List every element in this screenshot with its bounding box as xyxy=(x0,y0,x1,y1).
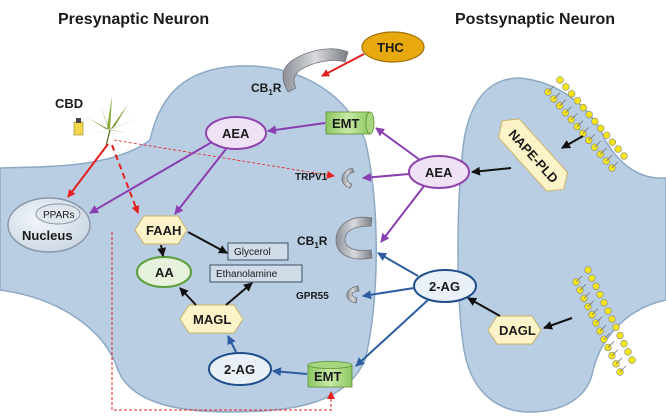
nucleus-label: Nucleus xyxy=(22,228,73,243)
arrow-emt-to-aea xyxy=(267,122,326,135)
arrow-cbd-to-trpv1 xyxy=(113,139,335,179)
arrow-aea-post-to-cb1r xyxy=(380,185,425,243)
aea-presynaptic-label: AEA xyxy=(222,126,250,141)
emt-top-label: EMT xyxy=(332,116,360,131)
thc-label: THC xyxy=(377,40,404,55)
arrow-aea-post-to-emt xyxy=(375,127,421,161)
arrow-membrane-to-nape-pld xyxy=(561,135,584,149)
trpv1-label: TRPV1 xyxy=(295,172,328,183)
arrow-two-ag-to-emt xyxy=(355,299,429,367)
arrow-cbd-to-gpr55 xyxy=(111,232,335,411)
aea-postsynaptic-label: AEA xyxy=(425,165,453,180)
gpr55-label: GPR55 xyxy=(296,291,329,302)
arrow-thc-to-cb1r xyxy=(321,53,365,77)
postsynaptic-title: Postsynaptic Neuron xyxy=(455,11,615,28)
arrow-nape-pld-to-aea xyxy=(471,166,512,176)
arrow-cbd-to-faah xyxy=(111,144,140,214)
arrow-two-ag-to-magl xyxy=(227,335,237,353)
two-ag-presynaptic-node xyxy=(208,352,272,386)
glycerol-label: Glycerol xyxy=(234,247,271,258)
aa-node xyxy=(136,256,192,288)
arrow-two-ag-to-gpr55 xyxy=(362,287,415,300)
cbd-label: CBD xyxy=(55,96,83,111)
arrow-two-ag-to-cb1r xyxy=(377,252,419,277)
membrane-lipid-bilayer-icon xyxy=(572,266,636,376)
dagl-label: DAGL xyxy=(499,323,536,338)
glycerol-box xyxy=(227,242,289,261)
faah-enzyme xyxy=(134,215,188,245)
ethanolamine-label: Ethanolamine xyxy=(216,269,278,280)
aea-postsynaptic-node xyxy=(408,155,470,189)
receptor-channel-icon xyxy=(335,216,373,260)
aea-presynaptic-node xyxy=(205,116,267,150)
emt-top-transporter xyxy=(325,111,375,135)
ppars-region xyxy=(35,203,81,225)
magl-label: MAGL xyxy=(193,312,231,327)
arrow-aea-to-faah xyxy=(174,148,227,215)
emt-bottom-label: EMT xyxy=(314,369,342,384)
cannabis-leaf-icon xyxy=(88,96,138,147)
ethanolamine-box xyxy=(209,264,303,283)
arrow-emt-to-two-ag xyxy=(272,367,308,377)
arrow-magl-to-ethanolamine xyxy=(225,282,253,306)
arrow-aea-post-to-trpv1 xyxy=(362,172,410,182)
receptor-channel-icon xyxy=(341,167,355,189)
arrow-faah-to-glycerol xyxy=(187,231,228,254)
presynaptic-neuron-body xyxy=(0,65,377,413)
receptor-channel-icon xyxy=(282,48,349,93)
emt-bottom-transporter xyxy=(307,361,353,388)
aa-label: AA xyxy=(155,265,174,280)
membrane-lipid-bilayer-icon xyxy=(544,76,628,172)
arrow-magl-to-aa xyxy=(179,287,197,306)
arrow-membrane-to-dagl xyxy=(543,317,573,330)
presynaptic-title: Presynaptic Neuron xyxy=(58,11,209,28)
dagl-enzyme xyxy=(487,315,542,345)
arrow-faah-to-aa xyxy=(157,244,166,257)
two-ag-presynaptic-label: 2-AG xyxy=(224,362,255,377)
cb1r-label-middle: CB1R xyxy=(297,234,328,250)
two-ag-postsynaptic-node xyxy=(413,269,477,303)
receptor-channel-icon xyxy=(346,285,360,304)
faah-label: FAAH xyxy=(146,223,181,238)
arrow-aea-to-nucleus xyxy=(89,141,213,214)
two-ag-postsynaptic-label: 2-AG xyxy=(429,279,460,294)
magl-enzyme xyxy=(179,304,244,334)
arrow-dagl-to-two-ag xyxy=(467,297,501,317)
ppars-label: PPARs xyxy=(43,210,75,221)
arrow-cbd-to-nucleus xyxy=(67,143,109,198)
thc-node xyxy=(361,31,425,63)
cbd-oil-bottle-icon xyxy=(73,118,84,136)
cb1r-label-top: CB1R xyxy=(251,81,282,97)
